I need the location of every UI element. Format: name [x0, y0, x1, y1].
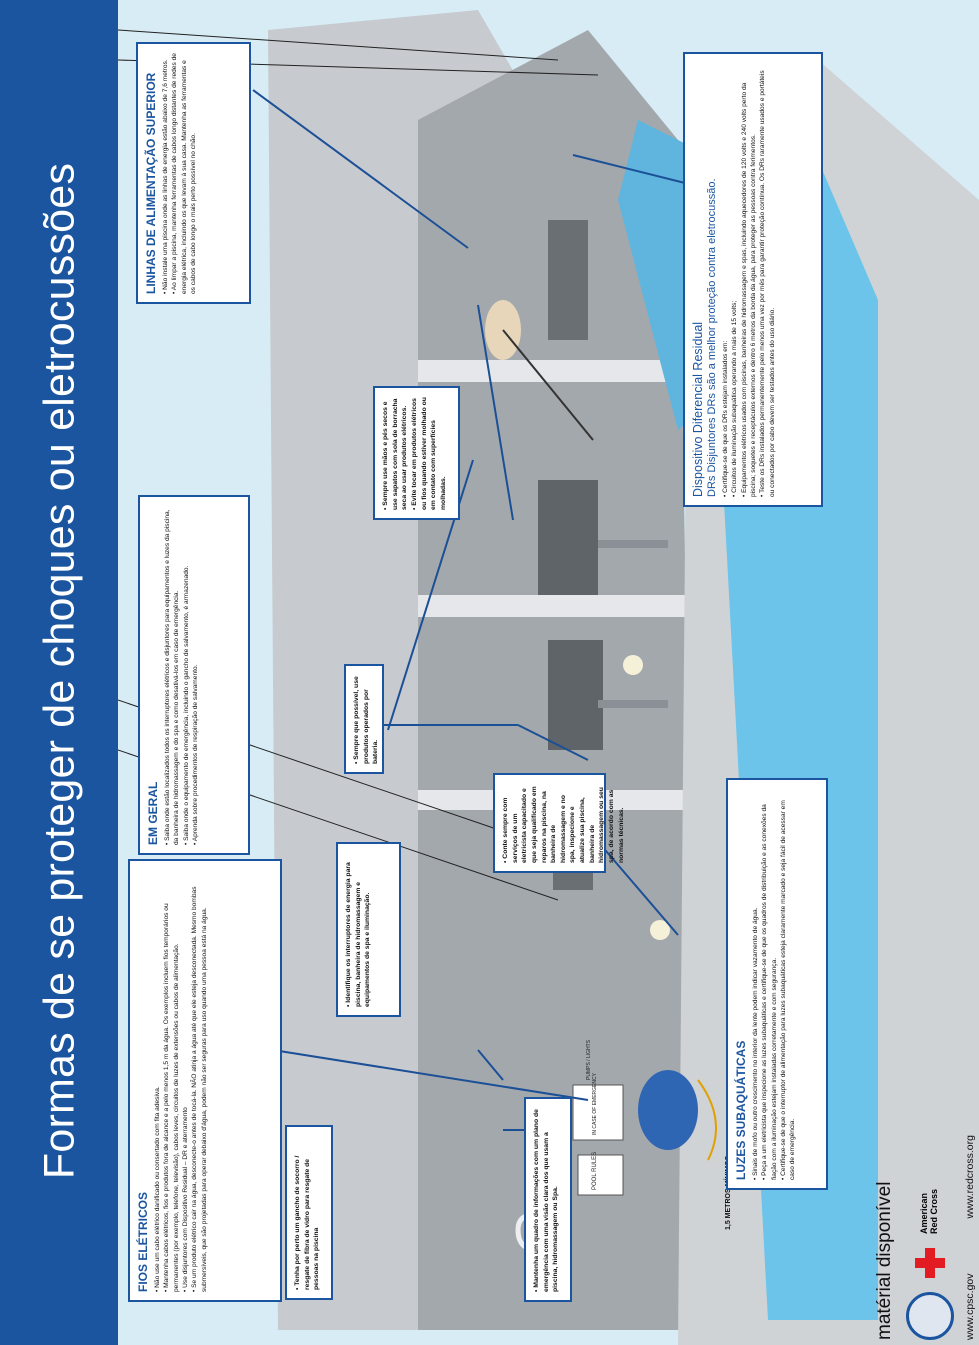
- logos: American Red Cross: [906, 1040, 954, 1340]
- title-band: [0, 0, 118, 1345]
- list-item: Aprenda sobre procedimentos de respiraçã…: [191, 505, 200, 845]
- list-item: Conte sempre com serviços de um eletrici…: [501, 783, 626, 863]
- redcross-link[interactable]: www.redcross.org: [964, 1135, 976, 1219]
- list-item: Evite tocar em produtos elétricos ou fio…: [410, 396, 449, 510]
- box-em-geral: EM GERAL Saiba onde estão localizados to…: [138, 495, 250, 855]
- available-text: matérial disponível: [874, 1181, 895, 1340]
- cpsc-link[interactable]: www.cpsc.gov: [964, 1273, 976, 1340]
- list-item: Ao limpar a piscina, mantenha ferramenta…: [170, 52, 198, 294]
- pump-panel-text: PUMPS / LIGHTS: [586, 1039, 592, 1080]
- emergency-text: IN CASE OF EMERGENCY: [592, 1072, 598, 1135]
- list-item: Certifique-se de que o interruptor de al…: [779, 788, 798, 1180]
- box-eletricista-list: Conte sempre com serviços de um eletrici…: [501, 783, 626, 863]
- box-luzes-heading: LUZES SUBAQUÁTICAS: [734, 1040, 748, 1180]
- list-item: Peça a um eletricista que inspecione as …: [760, 788, 779, 1180]
- list-item: Teste os DRs instalados permanentemente …: [758, 62, 777, 497]
- box-gancho-list: Tenha por perto um gancho de socorro / r…: [293, 1135, 322, 1290]
- box-luzes: LUZES SUBAQUÁTICAS Sinais de mofo ou out…: [726, 778, 828, 1190]
- box-fios-heading: FIOS ELÉTRICOS: [136, 1191, 150, 1292]
- list-item: Equipamentos elétricos usados com piscin…: [740, 62, 759, 497]
- window: [548, 220, 588, 340]
- pool-light: [623, 655, 643, 675]
- power-cord: [697, 1079, 717, 1161]
- box-fios-list: Não use um cabo elétrico danificado ou c…: [153, 869, 209, 1292]
- box-quadro-list: Mantenha um quadro de informações com um…: [532, 1107, 561, 1292]
- box-linhas-heading: LINHAS DE ALIMENTAÇÃO SUPERIOR: [144, 72, 158, 294]
- list-item: Saiba onde estão localizados todos os in…: [163, 505, 182, 846]
- emergency-sign: [572, 1084, 624, 1141]
- list-item: Sempre use mãos e pés secos e use sapato…: [381, 396, 410, 510]
- box-linhas-list: Não instale uma piscina onde as linhas d…: [161, 52, 198, 294]
- worker: [638, 1070, 698, 1150]
- box-fios-eletricos: FIOS ELÉTRICOS Não use um cabo elétrico …: [128, 859, 282, 1302]
- box-dr: Dispositivo Diferencial Residual DRs Dis…: [683, 52, 823, 507]
- list-item: Se um produto elétrico cair na água, des…: [190, 869, 209, 1292]
- box-gancho: Tenha por perto um gancho de socorro / r…: [285, 1125, 333, 1300]
- box-bateria: Sempre que possível, use produtos operad…: [344, 664, 384, 774]
- ladder: [598, 700, 668, 708]
- pointer-lines: [252, 89, 694, 1131]
- cpsc-seal-icon: [906, 1292, 954, 1340]
- box-quadro: Mantenha um quadro de informações com um…: [524, 1097, 572, 1302]
- list-item: Saiba onde o equipamento de emergência, …: [182, 505, 191, 845]
- pool-light: [650, 920, 670, 940]
- list-item: Certifique-se de que os DRs estejam inst…: [721, 62, 730, 497]
- door: [548, 640, 603, 750]
- poster-title: Formas de se proteger de choques ou elet…: [35, 162, 84, 1180]
- box-dr-heading: Dispositivo Diferencial Residual: [691, 321, 705, 497]
- list-item: Identifique os interruptores de energia …: [344, 852, 373, 1007]
- door: [538, 480, 598, 600]
- cleaning-pole: [502, 329, 594, 441]
- list-item: Circuitos de iluminação subaquática oper…: [730, 62, 739, 497]
- list-item: Não use um cabo elétrico danificado ou c…: [153, 869, 162, 1292]
- pool-scene: POOL RULES IN CASE OF EMERGENCY PUMPS / …: [117, 0, 979, 1345]
- pool-rules-sign: [577, 1154, 624, 1196]
- box-bateria-list: Sempre que possível, use produtos operad…: [352, 674, 381, 764]
- list-item: Sinais de mofo ou outro crescimento no i…: [751, 788, 760, 1180]
- footer: matérial disponível American Red Cross w…: [856, 1040, 976, 1340]
- box-maos-secas: Sempre use mãos e pés secos e use sapato…: [373, 386, 460, 520]
- list-item: Mantenha um quadro de informações com um…: [532, 1107, 561, 1292]
- footer-urls: www.cpsc.gov www.redcross.org: [964, 1040, 976, 1340]
- list-item: Mantenha cabos elétricos, fios e produto…: [162, 869, 181, 1292]
- box-luzes-list: Sinais de mofo ou outro crescimento no i…: [751, 788, 798, 1180]
- pool-rules-text: POOL RULES: [592, 1152, 598, 1190]
- box-dr-list: Certifique-se de que os DRs estejam inst…: [721, 62, 777, 497]
- box-linhas: LINHAS DE ALIMENTAÇÃO SUPERIOR Não insta…: [136, 42, 251, 304]
- box-geral-heading: EM GERAL: [146, 781, 160, 845]
- scene-illustration: POOL RULES IN CASE OF EMERGENCY PUMPS / …: [117, 0, 979, 1345]
- list-item: Não instale uma piscina onde as linhas d…: [161, 52, 170, 294]
- list-item: Sempre que possível, use produtos operad…: [352, 674, 381, 764]
- ladder: [598, 540, 668, 548]
- list-item: Use disjuntores com Dispositivo Residual…: [181, 869, 190, 1292]
- distance-label: 1,5 METROS MÍNIMOS: [723, 1155, 732, 1230]
- red-cross-icon: [915, 1248, 945, 1278]
- list-item: Tenha por perto um gancho de socorro / r…: [293, 1135, 322, 1290]
- box-identifique: Identifique os interruptores de energia …: [336, 842, 401, 1017]
- box-dr-subheading: DRs Disjuntores DRs são a melhor proteçã…: [706, 178, 718, 497]
- box-eletricista: Conte sempre com serviços de um eletrici…: [493, 773, 625, 873]
- red-cross-name: American Red Cross: [919, 1188, 939, 1234]
- box-geral-list: Saiba onde estão localizados todos os in…: [163, 505, 200, 846]
- power-wire: [117, 29, 559, 61]
- box-identifique-list: Identifique os interruptores de energia …: [344, 852, 373, 1007]
- box-maos-list: Sempre use mãos e pés secos e use sapato…: [381, 396, 448, 510]
